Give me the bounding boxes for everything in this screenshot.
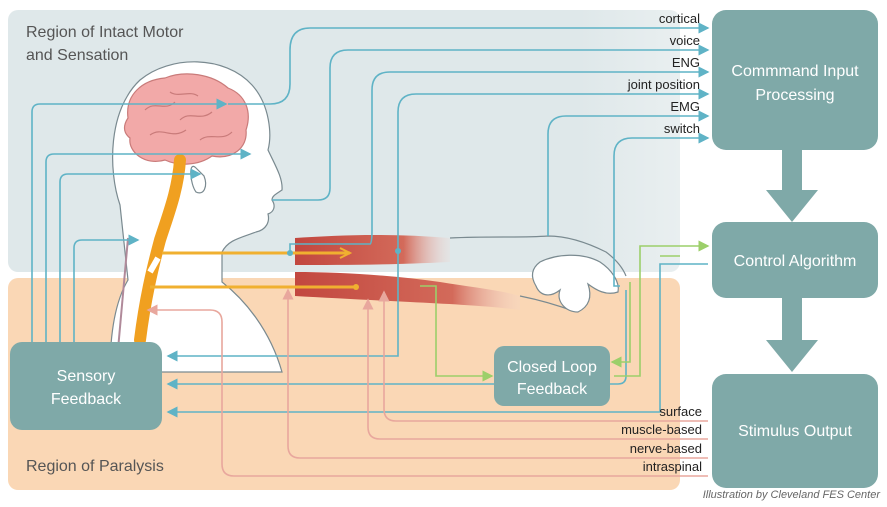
output-label-intraspinal: intraspinal — [643, 459, 702, 474]
down-arrow-2 — [766, 298, 818, 372]
illustration-credit: Illustration by Cleveland FES Center — [703, 489, 882, 501]
stimulus-output-label: Stimulus Output — [738, 423, 852, 440]
sensory-feedback-label-2: Feedback — [51, 391, 122, 408]
intact-region-label-1: Region of Intact Motor — [26, 24, 184, 41]
down-arrow-1 — [766, 150, 818, 222]
signal-label-switch: switch — [664, 121, 700, 136]
signal-label-eng: ENG — [672, 55, 700, 70]
command-input-label-2: Processing — [755, 87, 834, 104]
stimulus-output-box: Stimulus Output — [712, 374, 878, 488]
closed-loop-feedback-box: Closed Loop Feedback — [494, 346, 610, 406]
closed-loop-label-1: Closed Loop — [507, 359, 597, 376]
signal-label-cortical: cortical — [659, 11, 700, 26]
output-label-surface: surface — [659, 404, 702, 419]
signal-label-emg: EMG — [670, 99, 700, 114]
output-label-nerve-based: nerve-based — [630, 441, 702, 456]
command-input-label-1: Commmand Input — [731, 63, 859, 80]
closed-loop-label-2: Feedback — [517, 381, 588, 398]
signal-label-voice: voice — [670, 33, 700, 48]
human-figure — [110, 62, 282, 372]
control-algorithm-box: Control Algorithm — [712, 222, 878, 298]
command-input-box: Commmand Input Processing — [712, 10, 878, 150]
sensory-feedback-box: Sensory Feedback — [10, 342, 162, 430]
control-algorithm-label: Control Algorithm — [734, 253, 857, 270]
signal-label-joint-position: joint position — [627, 77, 700, 92]
intact-region-label-2: and Sensation — [26, 47, 128, 64]
sensory-feedback-label-1: Sensory — [57, 368, 116, 385]
upper-arm-muscle — [295, 235, 450, 265]
paralysis-region-label: Region of Paralysis — [26, 458, 164, 475]
output-label-muscle-based: muscle-based — [621, 422, 702, 437]
